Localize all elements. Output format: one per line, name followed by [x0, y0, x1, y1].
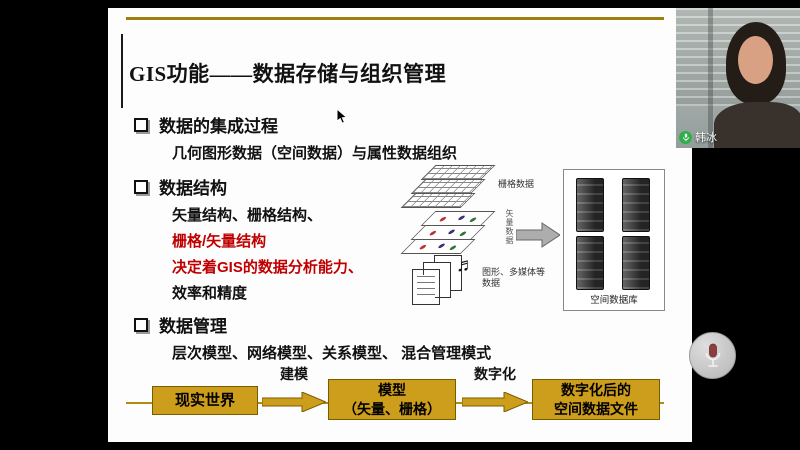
music-note-icon: ♬: [456, 255, 475, 276]
flow-label-digitize: 数字化: [474, 366, 516, 382]
participant-body: [714, 102, 800, 148]
vector-layers-icon: [400, 211, 500, 257]
slide-top-rule: [126, 17, 664, 20]
participant-video[interactable]: 韩冰: [676, 8, 800, 148]
section-heading-label: 数据管理: [159, 317, 227, 336]
flow-box-file-line2: 空间数据文件: [554, 401, 638, 417]
section-heading-integration: 数据的集成过程: [134, 112, 278, 137]
server-cabinet-icon: [622, 236, 650, 290]
slide-title: GIS功能——数据存储与组织管理: [129, 62, 447, 86]
section-item: 几何图形数据（空间数据）与属性数据组织: [172, 145, 458, 162]
participant-name: 韩冰: [695, 132, 717, 144]
mouse-cursor-icon: [336, 107, 348, 126]
flow-box-model-line1: 模型: [378, 382, 406, 398]
flow-box-model-line2: （矢量、栅格）: [343, 401, 441, 417]
documents-icon: [412, 255, 472, 313]
flow-box-model: 模型 （矢量、栅格）: [328, 379, 456, 420]
participant-nametag: 韩冰: [679, 129, 717, 145]
flow-box-real-world: 现实世界: [152, 386, 258, 415]
server-cabinet-icon: [576, 178, 604, 232]
section-item-red: 决定着GIS的数据分析能力、: [172, 259, 363, 276]
square-bullet-icon: [134, 179, 148, 194]
square-bullet-icon: [134, 117, 148, 132]
section-heading-structure: 数据结构: [134, 174, 227, 199]
server-cabinet-icon: [622, 178, 650, 232]
database-label: 空间数据库: [590, 295, 638, 306]
digitize-arrow-icon: [461, 391, 530, 413]
flow-label-modeling: 建模: [280, 366, 308, 382]
vector-label: 矢量数据: [505, 209, 514, 245]
window-frame: [708, 8, 713, 148]
section-item: 效率和精度: [172, 285, 248, 302]
participant-face: [738, 36, 773, 84]
spatial-database-box: 空间数据库: [563, 169, 665, 311]
into-database-arrow-icon: [515, 221, 561, 249]
microphone-icon: [705, 343, 720, 367]
microphone-button[interactable]: [689, 332, 736, 379]
section-item: 层次模型、网络模型、关系模型、 混合管理模式: [172, 345, 492, 362]
section-heading-label: 数据结构: [159, 179, 227, 198]
mic-status-icon: [679, 130, 692, 144]
multimedia-label: 图形、多媒体等数据: [482, 267, 546, 288]
presentation-slide: GIS功能——数据存储与组织管理 数据的集成过程 几何图形数据（空间数据）与属性…: [108, 8, 692, 442]
raster-layers-icon: [400, 165, 500, 211]
section-item: 矢量结构、栅格结构、: [172, 207, 323, 224]
section-heading-management: 数据管理: [134, 312, 227, 337]
flow-box-data-file: 数字化后的 空间数据文件: [532, 379, 660, 420]
slide-left-rule: [121, 34, 123, 108]
section-item-red: 栅格/矢量结构: [172, 233, 267, 250]
server-cabinet-icon: [576, 236, 604, 290]
square-bullet-icon: [134, 317, 148, 332]
raster-label: 栅格数据: [498, 179, 535, 189]
modeling-arrow-icon: [261, 391, 328, 413]
section-heading-label: 数据的集成过程: [159, 117, 278, 136]
flow-box-file-line1: 数字化后的: [561, 382, 631, 398]
data-sources-diagram: 栅格数据 矢量数据 ♬ 图形、多媒体等数据: [400, 163, 665, 313]
